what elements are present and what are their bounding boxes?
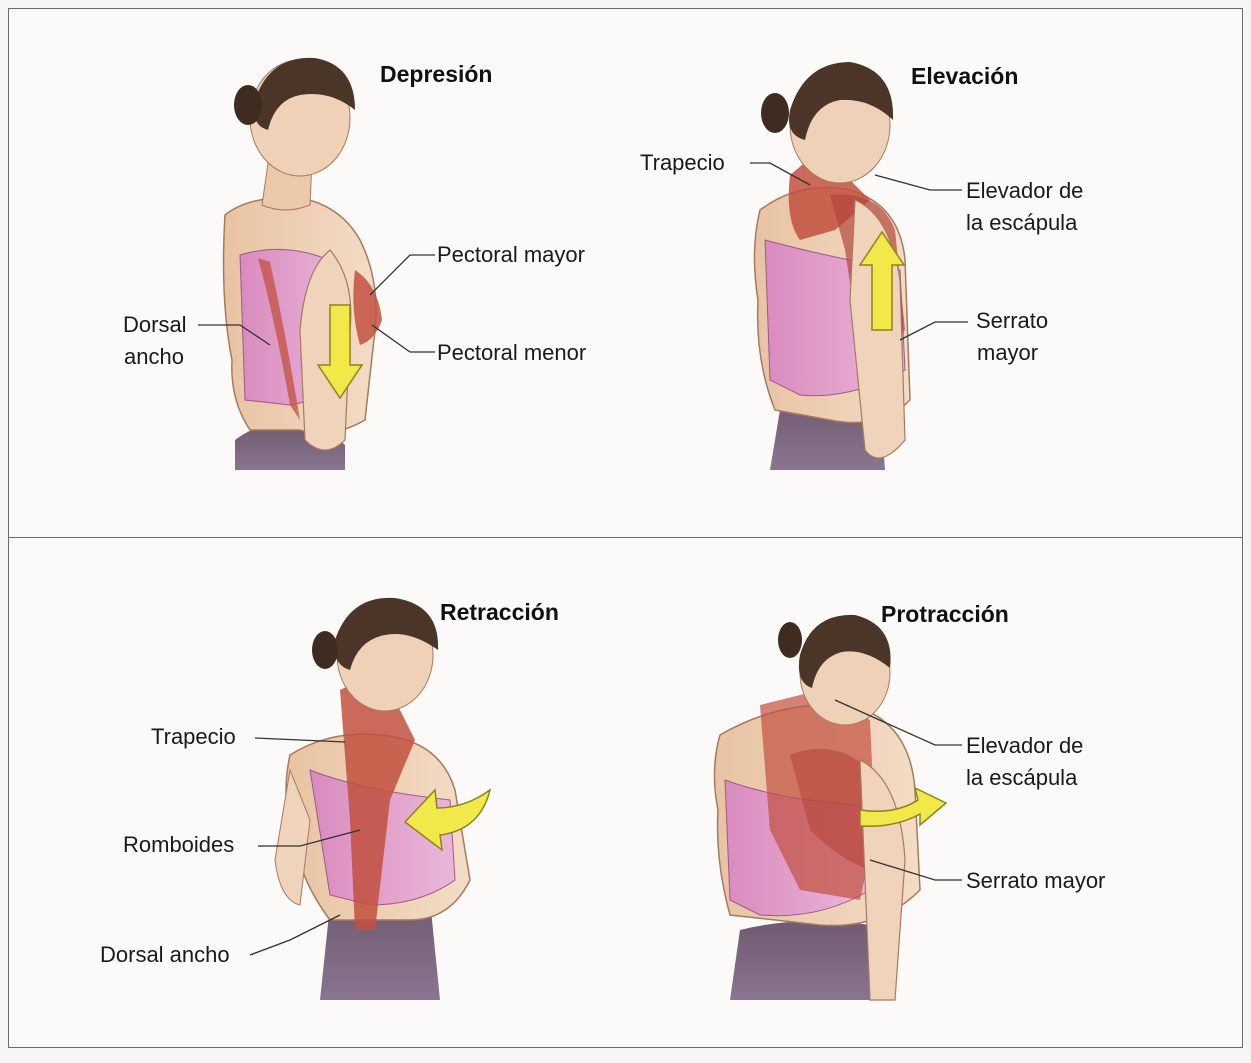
label-pectoral-menor: Pectoral menor — [437, 338, 586, 368]
label-elevador-line2: la escápula — [966, 208, 1077, 238]
label-elevador-protraccion-line1: Elevador de — [966, 731, 1083, 761]
figure-depresion — [224, 58, 382, 470]
label-elevador-protraccion-line2: la escápula — [966, 763, 1077, 793]
figure-retraccion — [275, 598, 490, 1000]
label-dorsal-ancho-line2: ancho — [124, 342, 184, 372]
label-serrato-line1: Serrato — [976, 306, 1048, 336]
title-depresion: Depresión — [380, 61, 492, 88]
title-retraccion: Retracción — [440, 599, 559, 626]
title-protraccion: Protracción — [881, 601, 1009, 628]
label-trapecio-retraccion: Trapecio — [151, 722, 236, 752]
label-serrato-mayor-protraccion: Serrato mayor — [966, 866, 1105, 896]
title-elevacion: Elevación — [911, 63, 1018, 90]
label-dorsal-ancho-line1: Dorsal — [123, 310, 187, 340]
figure-protraccion — [714, 615, 946, 1000]
label-pectoral-mayor: Pectoral mayor — [437, 240, 585, 270]
label-romboides: Romboides — [123, 830, 234, 860]
label-serrato-line2: mayor — [977, 338, 1038, 368]
label-elevador-line1: Elevador de — [966, 176, 1083, 206]
label-dorsal-ancho-retraccion: Dorsal ancho — [100, 940, 230, 970]
label-trapecio: Trapecio — [640, 148, 725, 178]
figure-elevacion — [754, 62, 910, 470]
